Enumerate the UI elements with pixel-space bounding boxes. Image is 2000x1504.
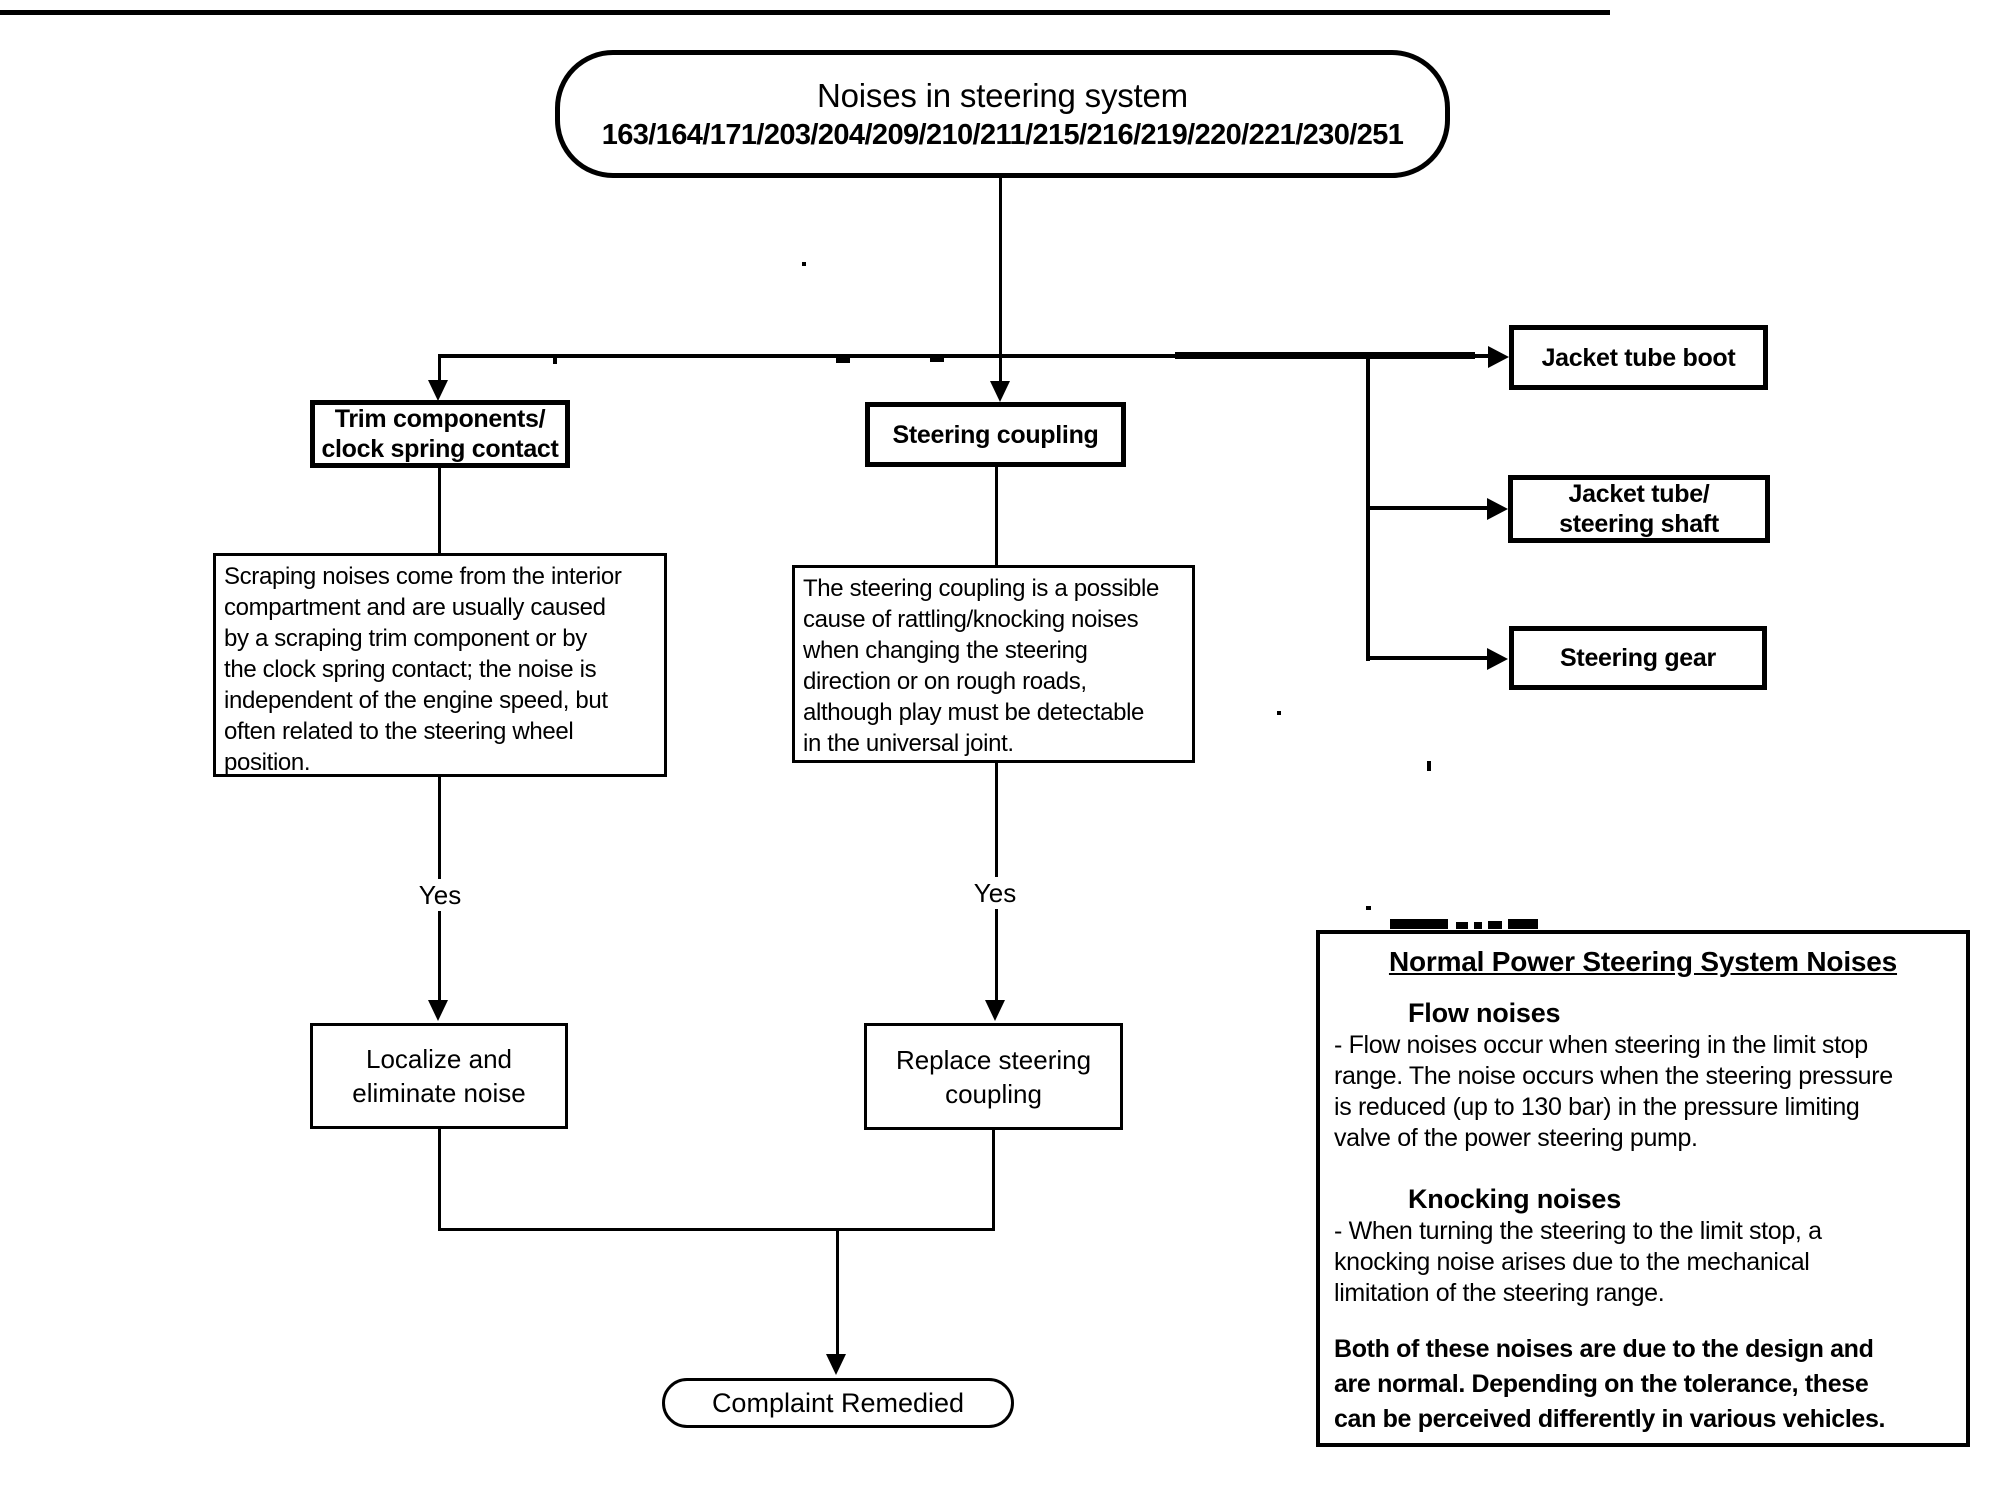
arrowhead-into-boot <box>1488 346 1509 368</box>
flow-noises-text: - Flow noises occur when steering in the… <box>1334 1031 1893 1152</box>
scan-speck <box>930 358 944 362</box>
node-replace-coupling: Replace steering coupling <box>864 1023 1123 1130</box>
trim-description-box: Scraping noises come from the interior c… <box>213 553 667 777</box>
arrowhead-into-shaft <box>1487 498 1508 520</box>
start-node-title: Noises in steering system <box>817 77 1188 114</box>
scan-speck <box>1427 761 1431 771</box>
arrowhead-into-coupling <box>990 381 1010 402</box>
panel-title: Normal Power Steering System Noises <box>1388 946 1898 977</box>
scan-speck <box>836 358 850 363</box>
node-localize-eliminate: Localize and eliminate noise <box>310 1023 568 1129</box>
arrowhead-into-replace <box>985 1000 1005 1021</box>
connector-coupling-to-desc <box>995 467 998 565</box>
complaint-remedied-label: Complaint Remedied <box>711 1387 965 1418</box>
arrowhead-into-trim <box>428 380 448 401</box>
node-steering-gear: Steering gear <box>1509 626 1767 690</box>
scan-speck <box>1277 711 1281 715</box>
connector-to-shaft <box>1368 506 1488 510</box>
node-jacket-tube-boot: Jacket tube boot <box>1509 325 1768 390</box>
connector-to-gear <box>1368 656 1488 660</box>
scan-speck <box>802 262 806 266</box>
scan-speck <box>553 357 557 364</box>
normal-noises-panel: Normal Power Steering System Noises Flow… <box>1316 930 1970 1447</box>
complaint-remedied-node: Complaint Remedied <box>662 1378 1014 1428</box>
coupling-description-box: The steering coupling is a possible caus… <box>792 565 1195 763</box>
flow-noises-heading: Flow noises <box>1408 998 1561 1028</box>
connector-trim-to-desc <box>438 468 441 553</box>
connector-branch-horizontal <box>438 354 1490 358</box>
connector-localize-down <box>438 1129 441 1231</box>
arrowhead-into-complaint <box>826 1354 846 1375</box>
arrowhead-into-gear <box>1487 648 1508 670</box>
node-jacket-tube-steering-shaft: Jacket tube/ steering shaft <box>1508 475 1770 543</box>
yes-label-right: Yes <box>960 877 1030 909</box>
connector-replace-down <box>992 1130 995 1231</box>
yes-label-left: Yes <box>405 879 475 911</box>
node-trim-components-label: Trim components/ clock spring contact <box>321 405 559 463</box>
connector-merge-to-complaint <box>836 1231 839 1355</box>
connector-start-to-coupling <box>999 178 1002 382</box>
knocking-noises-text: - When turning the steering to the limit… <box>1334 1217 1822 1307</box>
node-jacket-tube-steering-shaft-label: Jacket tube/ steering shaft <box>1559 480 1719 538</box>
connector-merge-horizontal <box>438 1228 995 1231</box>
start-node-codes: 163/164/171/203/204/209/210/211/215/216/… <box>601 119 1404 151</box>
node-steering-gear-label: Steering gear <box>1560 644 1716 672</box>
top-rule <box>0 10 1610 15</box>
node-replace-coupling-label: Replace steering coupling <box>895 1044 1092 1109</box>
node-steering-coupling: Steering coupling <box>865 402 1126 467</box>
connector-branch-left-drop <box>438 355 441 381</box>
node-trim-components: Trim components/ clock spring contact <box>310 400 570 468</box>
panel-summary-text: Both of these noises are due to the desi… <box>1334 1335 1886 1433</box>
start-node: Noises in steering system 163/164/171/20… <box>555 50 1450 178</box>
scan-artifact-fragment <box>1390 919 1550 931</box>
connector-branch-horizontal-thick <box>1175 352 1475 359</box>
node-localize-eliminate-label: Localize and eliminate noise <box>352 1044 526 1108</box>
scan-speck <box>1366 906 1371 910</box>
node-jacket-tube-boot-label: Jacket tube boot <box>1541 343 1736 372</box>
arrowhead-into-localize <box>428 1000 448 1021</box>
knocking-noises-heading: Knocking noises <box>1408 1184 1622 1214</box>
node-steering-coupling-label: Steering coupling <box>892 420 1099 449</box>
